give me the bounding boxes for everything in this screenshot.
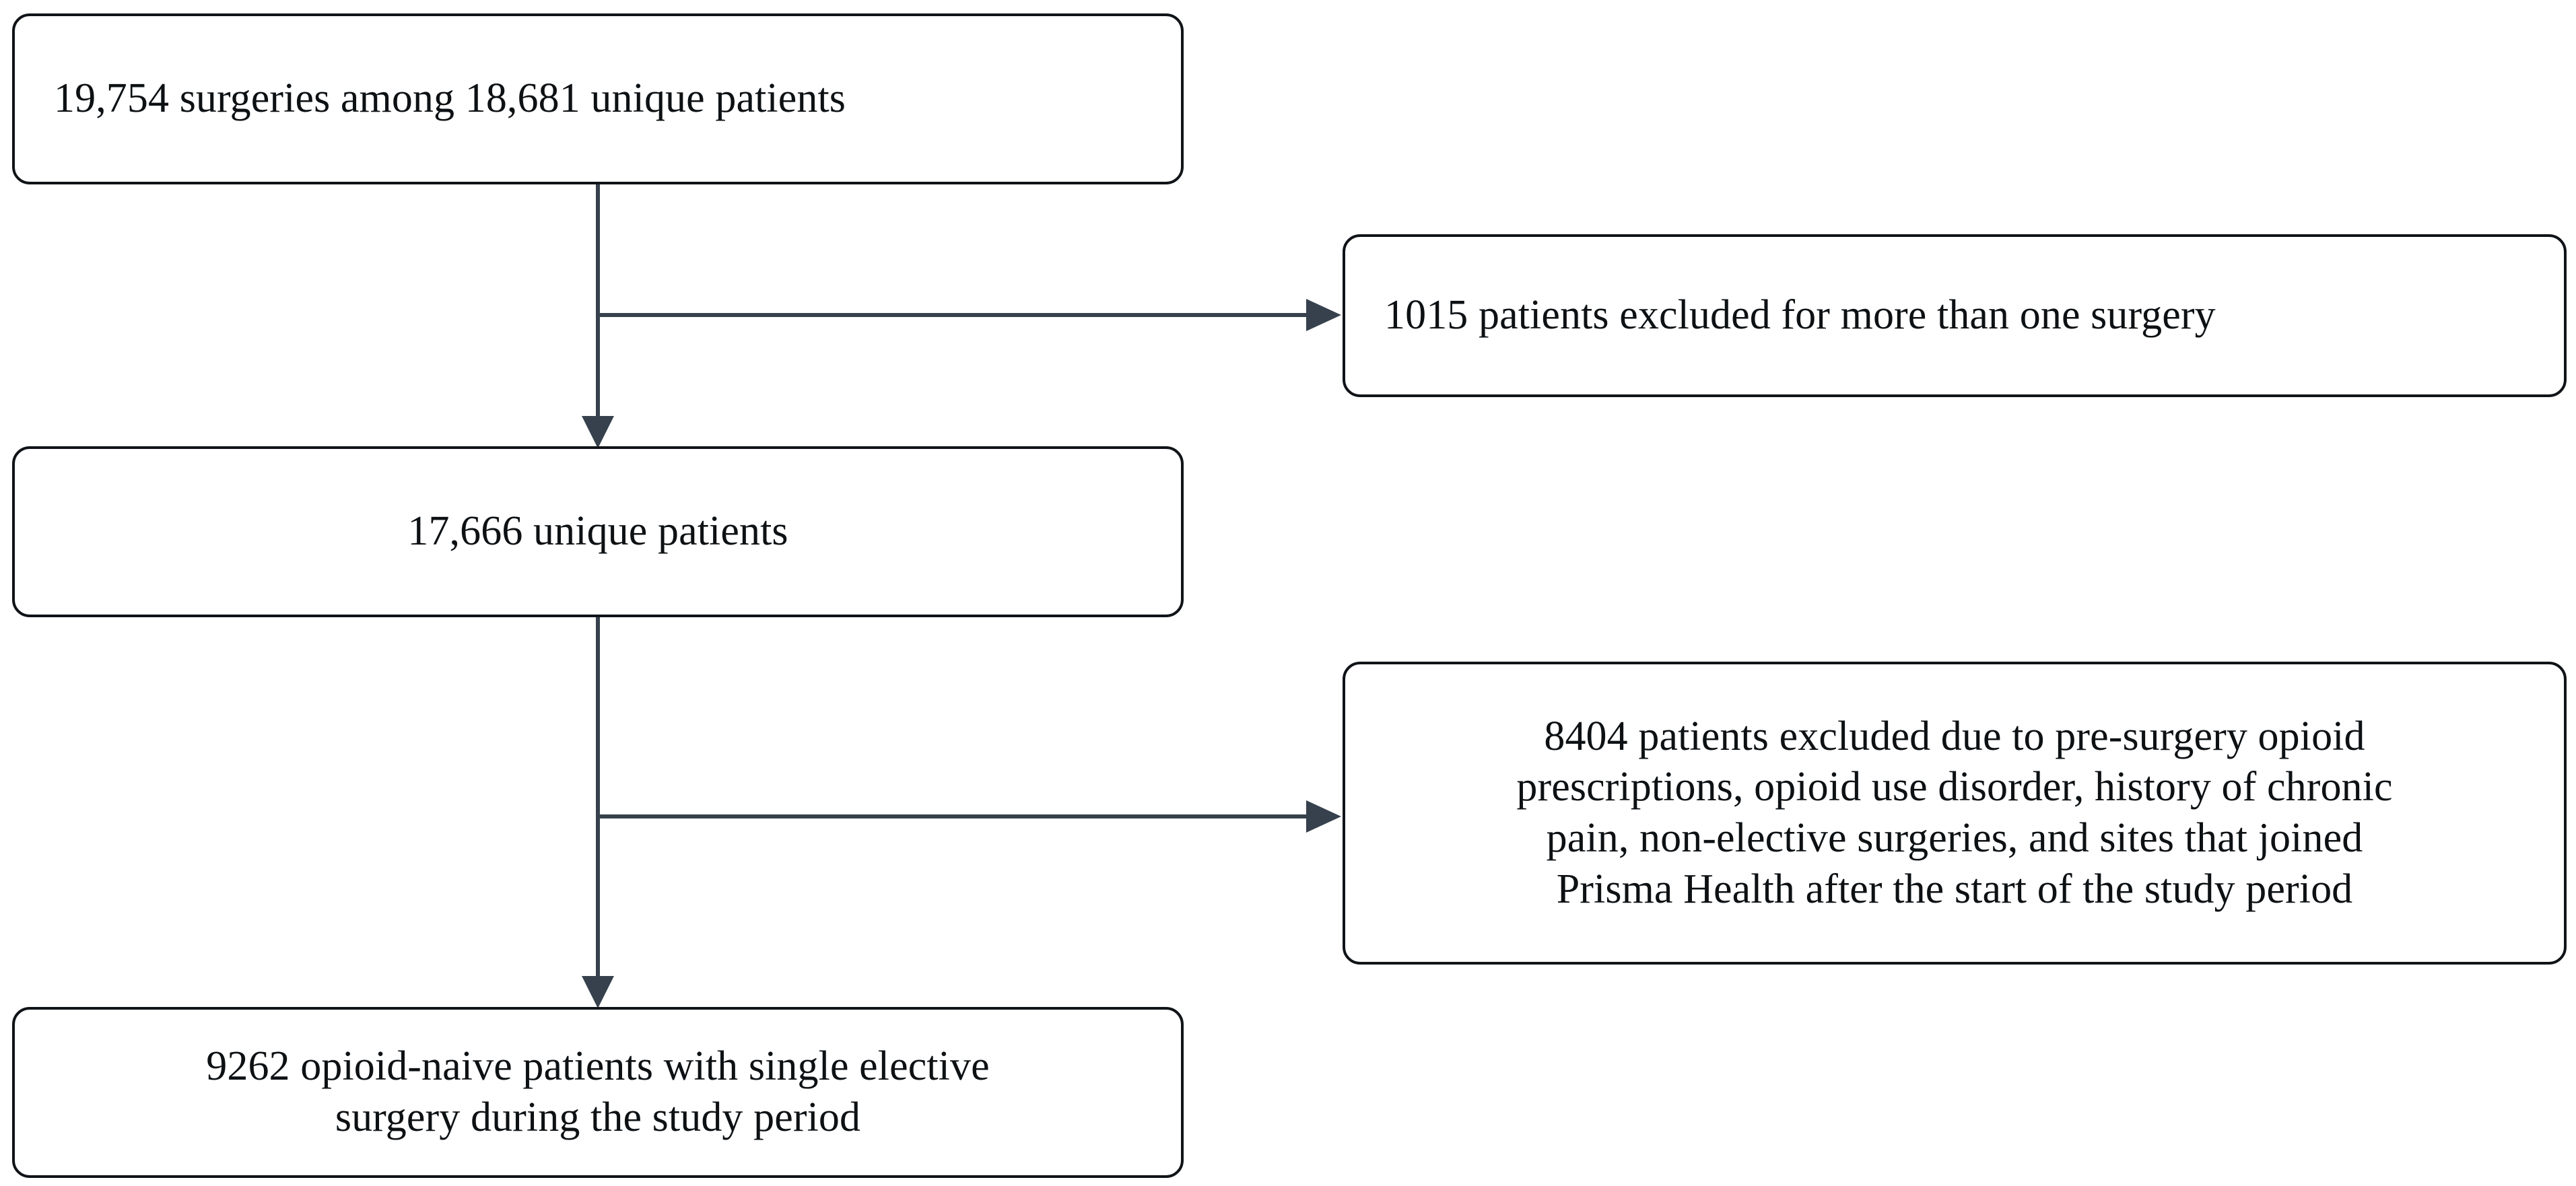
node-cohort-initial-label: 19,754 surgeries among 18,681 unique pat… — [54, 75, 846, 122]
node-cohort-final: 9262 opioid-naive patients with single e… — [12, 1007, 1184, 1178]
edge-initial-to-unique — [582, 184, 614, 448]
node-cohort-initial: 19,754 surgeries among 18,681 unique pat… — [12, 13, 1184, 184]
edge-unique-to-final — [582, 617, 614, 1008]
node-cohort-unique: 17,666 unique patients — [12, 446, 1184, 617]
node-exclusion-criteria: 8404 patients excluded due to pre-surger… — [1343, 662, 2567, 965]
edge-unique-to-exclusion-criteria — [598, 800, 1341, 833]
node-exclusion-multiple-surgery-label: 1015 patients excluded for more than one… — [1384, 292, 2216, 339]
node-cohort-unique-label: 17,666 unique patients — [407, 508, 788, 555]
node-cohort-final-label: 9262 opioid-naive patients with single e… — [206, 1043, 990, 1140]
edge-initial-to-exclusion-multiple-surgery — [598, 299, 1341, 331]
node-exclusion-multiple-surgery: 1015 patients excluded for more than one… — [1343, 234, 2567, 397]
node-exclusion-criteria-label: 8404 patients excluded due to pre-surger… — [1516, 713, 2393, 912]
